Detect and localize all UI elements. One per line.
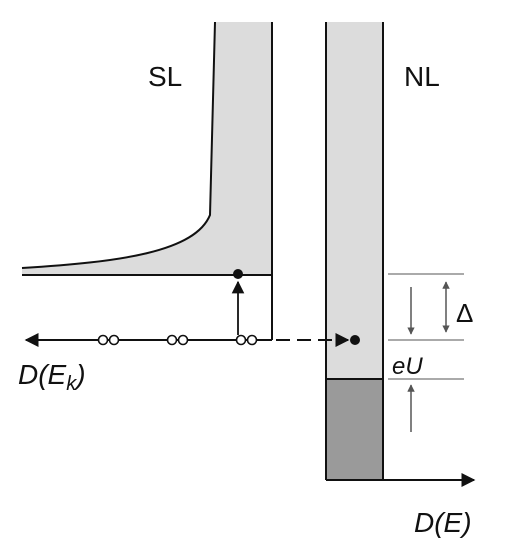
pair-3a bbox=[235, 334, 247, 346]
label-bias: eU bbox=[392, 353, 423, 380]
label-normal-metal: NL bbox=[404, 61, 440, 92]
label-dos-sc-suffix: ) bbox=[73, 359, 85, 390]
pair-2a bbox=[166, 334, 178, 346]
pair-3b bbox=[246, 334, 258, 346]
label-dos-normal: D(E) bbox=[414, 507, 472, 538]
label-gap: Δ bbox=[456, 298, 473, 328]
label-dos-sc-sub: k bbox=[66, 373, 77, 395]
label-dos-superconductor: D(Ek) bbox=[18, 359, 86, 395]
sl-dos-curve bbox=[21, 21, 216, 269]
label-superconductor: SL bbox=[148, 61, 182, 92]
label-dos-sc-prefix: D(E bbox=[18, 359, 67, 390]
sl-dos-fill bbox=[22, 22, 272, 275]
tunneled-electron-dot bbox=[350, 335, 360, 345]
nl-empty-states bbox=[326, 22, 383, 379]
pair-2b bbox=[177, 334, 189, 346]
nl-occupied-states bbox=[326, 379, 383, 480]
quasiparticle-dot bbox=[233, 269, 243, 279]
pair-1a bbox=[97, 334, 109, 346]
pair-1b bbox=[108, 334, 120, 346]
cooper-pairs bbox=[97, 334, 258, 346]
